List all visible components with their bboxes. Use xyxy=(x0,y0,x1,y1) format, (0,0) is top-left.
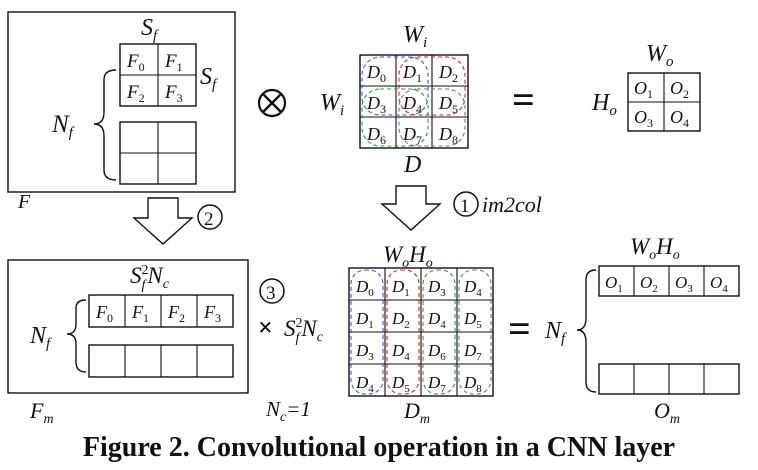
Dm-r1-c2: D4 xyxy=(427,309,446,331)
filter-block-F: Sf F0 F1 F2 F3 Sf Nf xyxy=(7,11,236,193)
F-cell-1: F1 xyxy=(164,51,183,74)
O-cell-4: O4 xyxy=(670,107,689,130)
D-cell-2: D2 xyxy=(438,62,458,85)
equals-top: = xyxy=(512,77,535,122)
Dm-r0-c3: D4 xyxy=(463,277,482,299)
data-matrix-Dm: WoHo D0 D1 D3 D4 D1 D2 D4 D5 D3 D4 D6 D7… xyxy=(348,242,494,397)
Dm-r0-c1: D1 xyxy=(391,277,410,299)
D-cell-7: D7 xyxy=(402,124,422,147)
step2: 2 xyxy=(132,197,223,245)
F-label: F xyxy=(17,191,31,213)
step1-num: 1 xyxy=(460,196,470,217)
D-cell-0: D0 xyxy=(366,62,386,85)
Fm-label: Fm xyxy=(29,398,54,427)
Dm-top-label: WoHo xyxy=(383,242,433,271)
D-cell-3: D3 xyxy=(366,93,386,116)
Om-top-label: WoHo xyxy=(630,234,680,263)
down-arrow-im2col xyxy=(380,185,442,231)
Fm-nf: Nf xyxy=(29,323,52,352)
O-ho: Ho xyxy=(591,90,617,119)
Dm-r1-c3: D5 xyxy=(463,309,482,331)
F-cell-3: F3 xyxy=(164,82,183,105)
otimes-circle xyxy=(257,88,287,118)
F-cell-0: F0 xyxy=(126,51,145,74)
output-matrix-Om: Nf WoHo O1 O2 O3 O4 xyxy=(544,234,740,395)
filter-F-frame xyxy=(7,11,236,193)
Dm-r3-c0: D4 xyxy=(355,373,374,395)
D-cell-5: D5 xyxy=(438,93,458,116)
Fm-cell-0: F0 xyxy=(95,302,113,325)
nc-equals-one: Nc=1 xyxy=(265,397,311,425)
output-block-O: Wo Ho O1 O2 O3 O4 xyxy=(591,41,701,132)
D-cell-4: D4 xyxy=(402,93,422,116)
Dm-r3-c1: D5 xyxy=(391,373,410,395)
Fm-left-brace xyxy=(66,299,87,373)
F-sf-top: Sf xyxy=(141,15,159,44)
Dm-r0-c2: D3 xyxy=(427,277,446,299)
multiply-sign: × xyxy=(258,313,273,342)
F-left-brace xyxy=(93,69,117,181)
F-sf-right: Sf xyxy=(200,64,218,93)
step1-circle xyxy=(453,191,479,217)
Dm-r2-c3: D7 xyxy=(463,341,482,363)
Dm-r2-c0: D3 xyxy=(355,341,374,363)
D-cell-6: D6 xyxy=(366,124,386,147)
Dm-r3-c3: D8 xyxy=(463,373,482,395)
Om-cell-2: O2 xyxy=(640,273,658,295)
input-D-grid xyxy=(359,54,469,149)
step1-im2col: 1 im2col xyxy=(380,185,542,231)
equals-bottom: = xyxy=(508,306,531,351)
Om-label: Om xyxy=(654,398,680,427)
D-wi-top: Wi xyxy=(403,22,427,51)
Dm-label: Dm xyxy=(403,398,430,427)
Dm-r2-c2: D6 xyxy=(427,341,446,363)
Om-nf: Nf xyxy=(544,318,567,347)
Om-cell-1: O1 xyxy=(605,273,623,295)
Fm-cell-3: F3 xyxy=(203,302,221,325)
F-nf: Nf xyxy=(51,111,75,141)
Om-left-brace xyxy=(576,269,597,393)
D-cell-1: D1 xyxy=(402,62,422,85)
step3-num: 3 xyxy=(266,283,276,304)
figure-caption: Figure 2. Convolutional operation in a C… xyxy=(83,432,675,463)
step2-num: 2 xyxy=(204,209,214,230)
down-arrow-step2 xyxy=(132,197,194,245)
Dm-r1-c0: D1 xyxy=(355,309,374,331)
Dm-r1-c1: D2 xyxy=(391,309,410,331)
F-cell-2: F2 xyxy=(126,82,145,105)
O-cell-2: O2 xyxy=(670,78,689,101)
input-block-D: Wi Wi D0 D1 D2 D3 D4 D5 D6 D7 D8 D xyxy=(320,22,469,178)
Om-cell-3: O3 xyxy=(675,273,693,295)
step1-text: im2col xyxy=(482,192,542,217)
step3-circle xyxy=(259,278,285,304)
convolution-operator xyxy=(257,88,287,118)
D-cell-8: D8 xyxy=(438,124,458,147)
Fm-frame xyxy=(7,259,249,394)
O-wo-top: Wo xyxy=(646,41,674,70)
Dm-r2-c1: D4 xyxy=(391,341,410,363)
O-cell-1: O1 xyxy=(634,78,653,101)
D-wi-left: Wi xyxy=(320,90,344,119)
O-cell-3: O3 xyxy=(634,107,653,130)
Om-cell-4: O4 xyxy=(710,273,728,295)
Dm-r3-c2: D7 xyxy=(427,373,446,395)
D-label: D xyxy=(403,152,421,178)
Dm-r0-c0: D0 xyxy=(355,277,374,299)
Fm-cell-2: F2 xyxy=(167,302,185,325)
Fm-cell-1: F1 xyxy=(131,302,149,325)
step2-circle xyxy=(197,204,223,230)
